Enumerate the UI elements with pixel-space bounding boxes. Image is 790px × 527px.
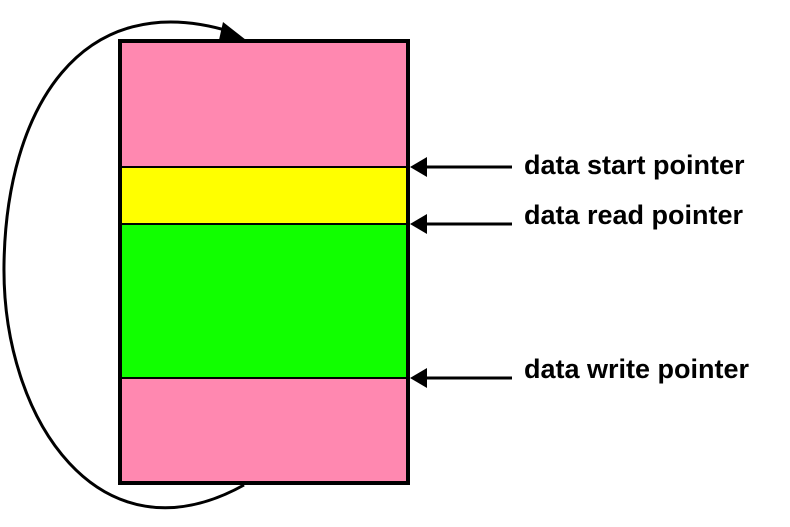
buffer-outline — [118, 39, 410, 485]
buffer-region-unread-start — [119, 166, 409, 225]
pointer-write: data write pointer — [410, 354, 750, 388]
pointer-write-arrowhead — [410, 368, 427, 388]
buffer-region-pending-data — [119, 223, 409, 379]
pointer-read: data read pointer — [410, 200, 744, 234]
buffer-region-free-top — [119, 40, 409, 168]
wraparound-arrowhead — [219, 22, 246, 40]
wraparound-arrow-curve — [2, 20, 245, 509]
pointer-start-label: data start pointer — [524, 150, 745, 180]
pointer-write-label: data write pointer — [524, 354, 750, 384]
pointer-read-label: data read pointer — [524, 200, 744, 230]
pointer-start-arrowhead — [410, 157, 427, 177]
pointer-read-arrowhead — [410, 214, 427, 234]
wraparound-arrow-icon — [2, 20, 246, 509]
buffer-region-free-bottom — [119, 377, 409, 484]
pointer-start: data start pointer — [410, 150, 745, 180]
